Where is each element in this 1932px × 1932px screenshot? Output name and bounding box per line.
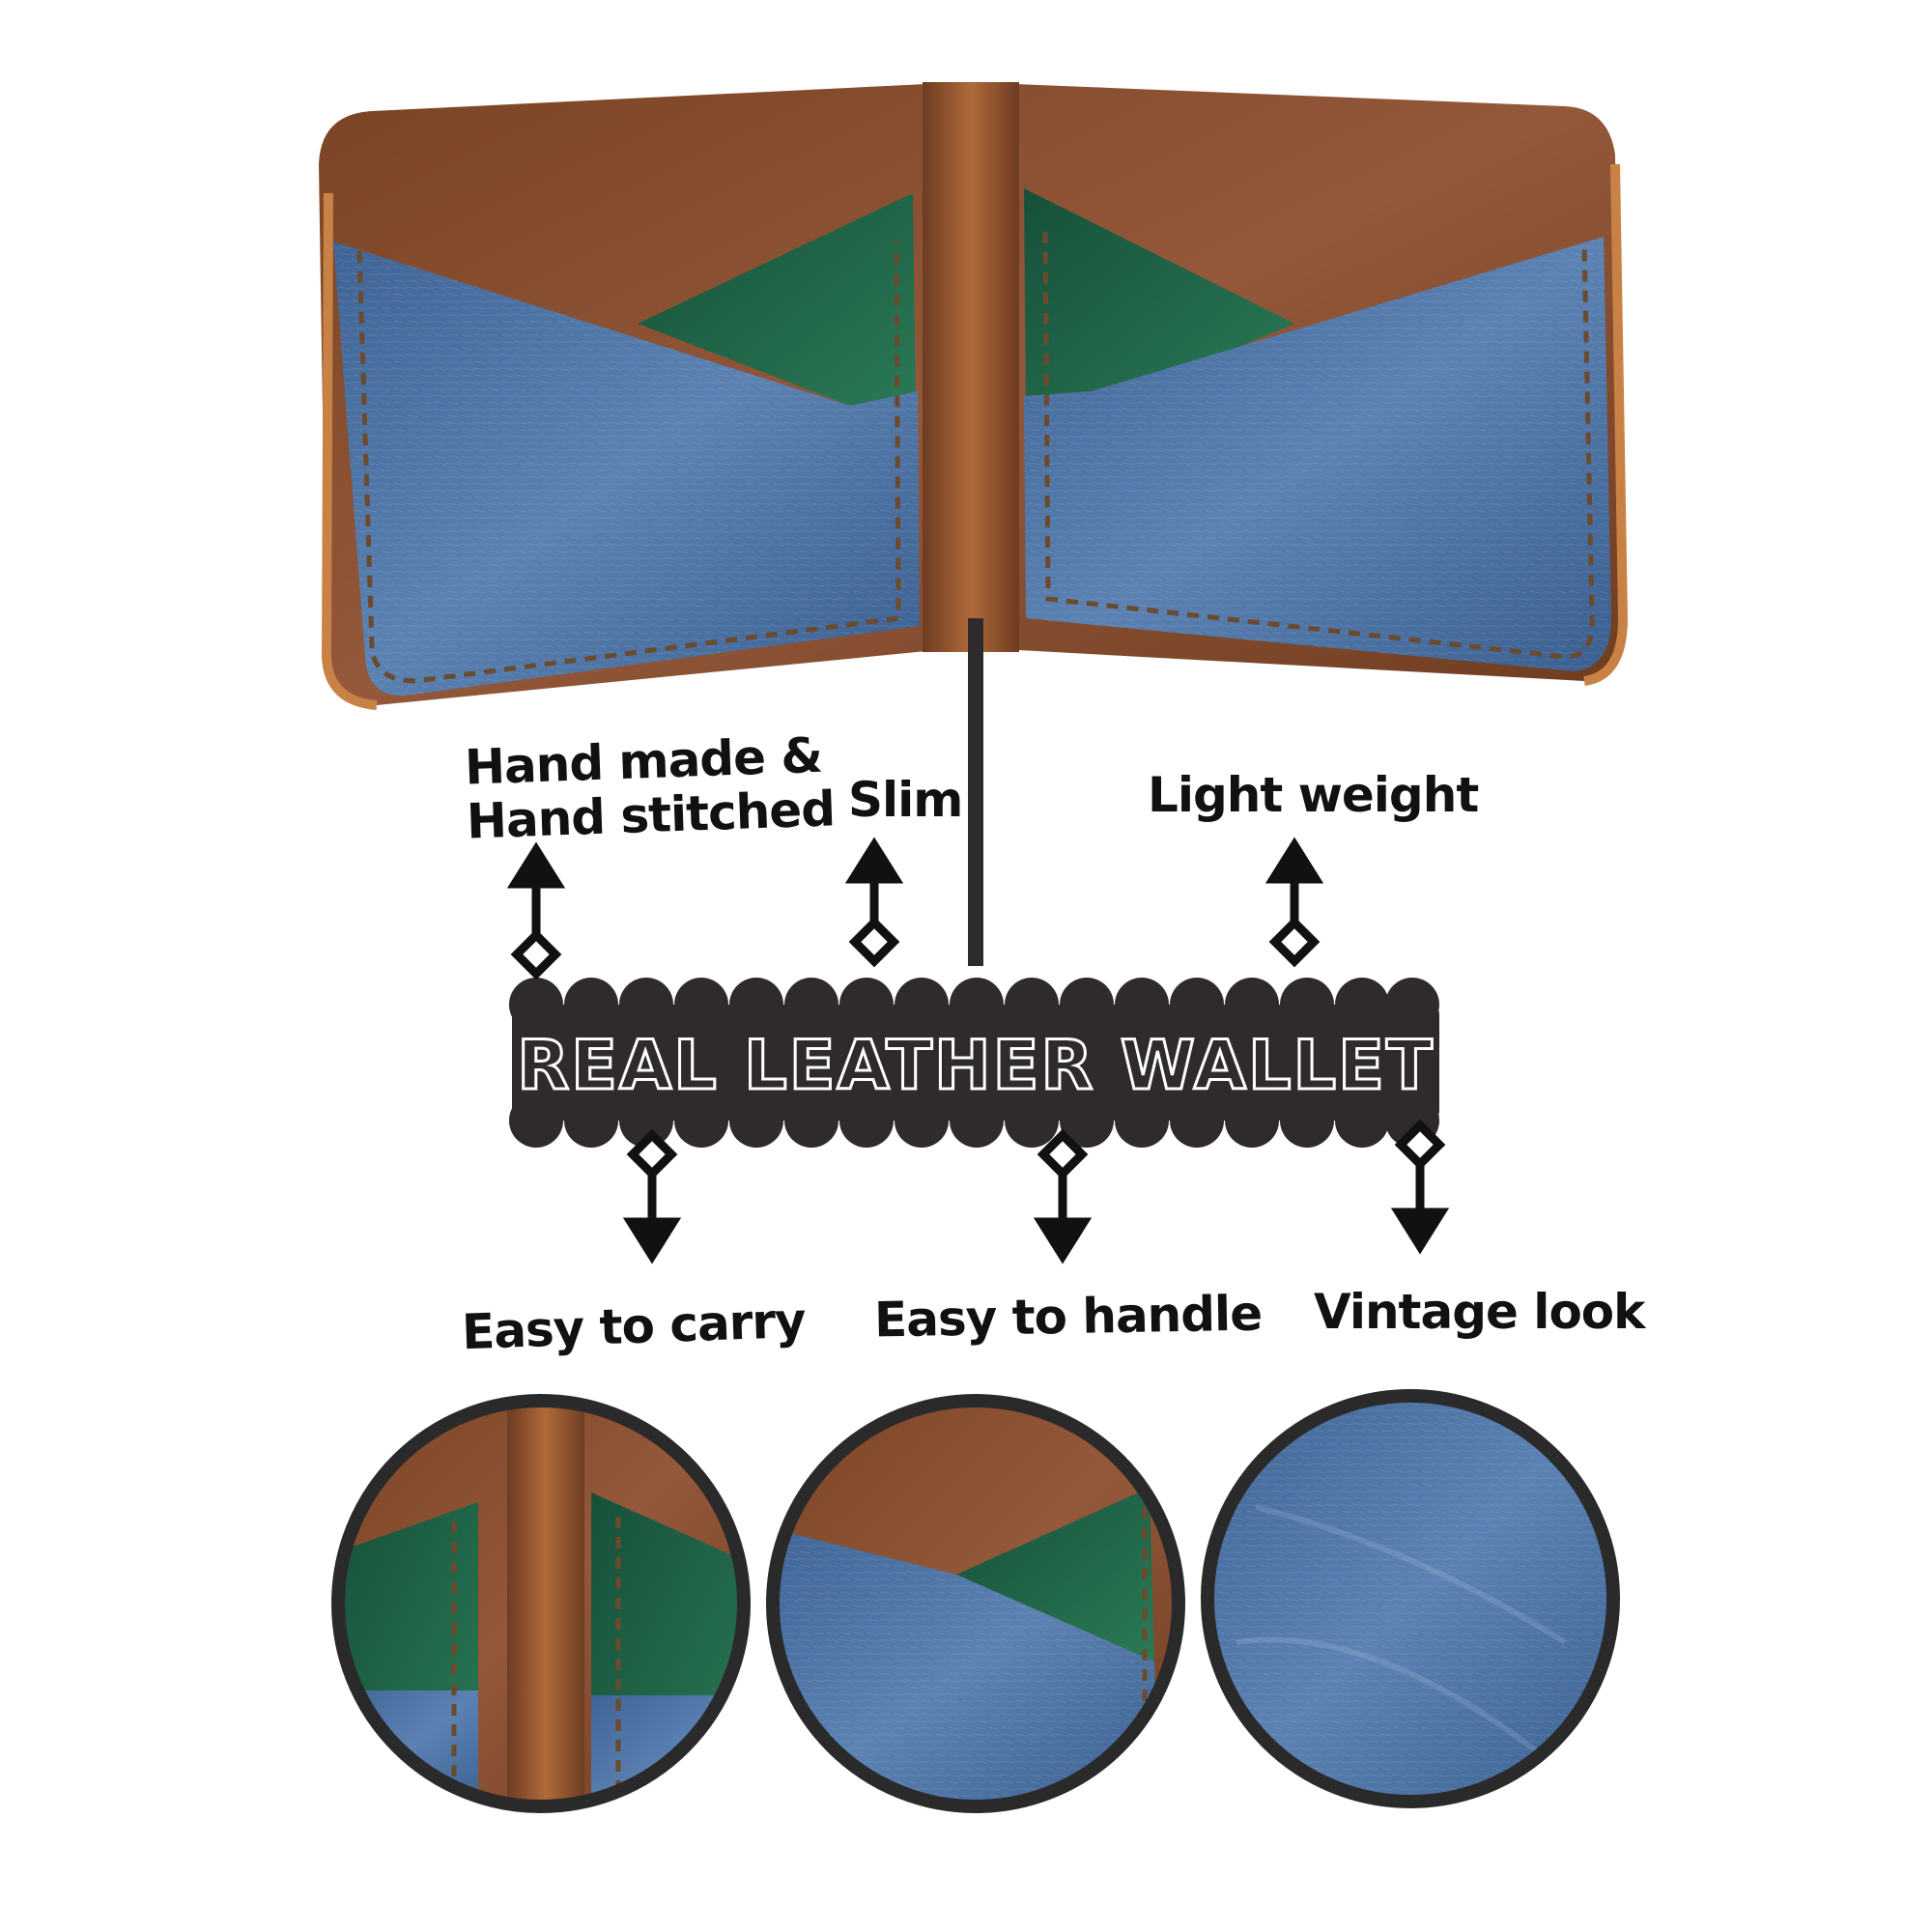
detail-circle-texture bbox=[1208, 1396, 1613, 1802]
green-pocket-right bbox=[1024, 188, 1294, 415]
arrow-down-vintage bbox=[1390, 1119, 1450, 1255]
arrow-up-slim bbox=[844, 837, 904, 968]
detail-circle-fold bbox=[338, 1401, 744, 1806]
wallet-spine bbox=[923, 82, 1019, 652]
feature-label-handmade-line2: Hand stitched bbox=[466, 781, 836, 850]
banner-shape bbox=[509, 978, 1439, 1148]
arrow-up-handmade bbox=[506, 841, 566, 980]
green-pocket-left bbox=[638, 193, 916, 415]
feature-label-slim: Slim bbox=[848, 772, 963, 828]
feature-label-lightweight: Light weight bbox=[1148, 767, 1479, 823]
feature-label-handle: Easy to handle bbox=[873, 1285, 1263, 1349]
detail-circle-slot bbox=[773, 1401, 1179, 1806]
arrow-down-handle bbox=[1033, 1128, 1093, 1264]
feature-label-vintage: Vintage look bbox=[1314, 1284, 1645, 1340]
feature-label-handmade: Hand made & Hand stitched bbox=[464, 727, 836, 850]
banner-title: REAL LEATHER WALLET bbox=[517, 1026, 1434, 1105]
feature-label-carry: Easy to carry bbox=[461, 1292, 807, 1361]
arrow-up-lightweight bbox=[1264, 837, 1324, 968]
arrow-down-carry bbox=[622, 1128, 682, 1264]
